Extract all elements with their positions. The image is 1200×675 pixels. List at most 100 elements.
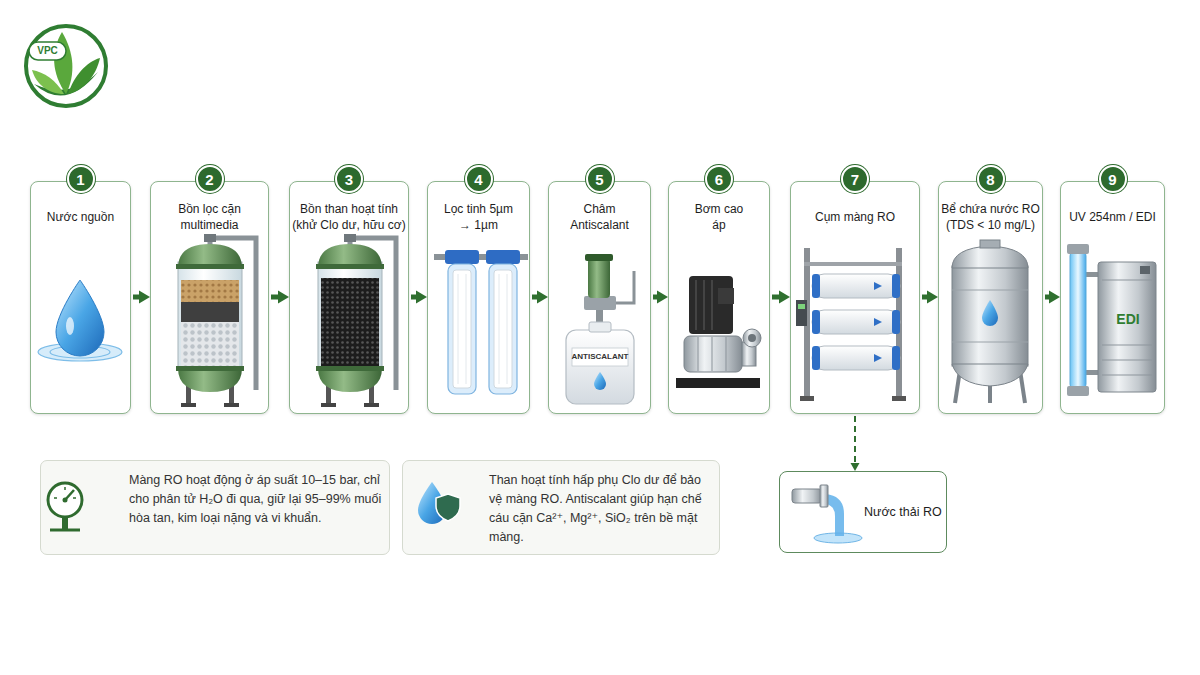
steel-tank	[982, 300, 998, 326]
ro-membrane-rack	[892, 274, 900, 298]
ro-membrane-rack	[812, 274, 900, 298]
pressure-gauge-icon	[63, 498, 68, 503]
ro-membrane-rack	[874, 354, 882, 362]
title-area: Bể chứa nước RO (TDS < 10 mg/L)	[939, 198, 1042, 236]
drop-shield-icon	[436, 494, 460, 521]
step-title: Nước nguồn	[33, 209, 128, 225]
flow-arrow	[922, 295, 927, 300]
uv-edi-unit	[1098, 262, 1156, 392]
multimedia-tank	[181, 403, 196, 407]
waste-pipe-icon	[792, 485, 862, 543]
high-pressure-pump	[698, 337, 699, 371]
dosing-pump	[594, 372, 606, 390]
steel-tank	[952, 342, 1028, 343]
uv-edi-unit	[1102, 280, 1152, 281]
cartridge-filter	[479, 254, 487, 260]
process-card: Bể chứa nước RO (TDS < 10 mg/L)8	[938, 181, 1043, 414]
note-text: Màng RO hoạt động ở áp suất 10–15 bar, c…	[129, 471, 385, 528]
pressure-gauge-icon	[64, 487, 66, 490]
waste-pipe-icon	[814, 533, 862, 543]
high-pressure-pump	[742, 342, 756, 366]
high-pressure-pump	[712, 337, 713, 371]
pressure-gauge-icon	[48, 483, 82, 517]
uv-edi-unit	[1070, 250, 1086, 390]
ro-membrane-rack	[812, 310, 900, 334]
pressure-gauge-icon	[62, 515, 68, 530]
dosing-pump	[572, 348, 628, 366]
step-number: 7	[841, 165, 869, 193]
multimedia-tank	[224, 403, 239, 407]
process-card: Bồn than hoạt tính (khử Clo dư, hữu cơ)3	[289, 181, 409, 414]
step-title: Bơm cao áp	[693, 201, 745, 233]
ro-membrane-rack	[804, 248, 810, 400]
drop-shield-icon	[418, 482, 460, 524]
multimedia-tank	[229, 384, 234, 406]
cartridge-filter	[489, 264, 517, 394]
carbon-tank	[318, 244, 382, 268]
pressure-gauge-icon	[65, 490, 74, 500]
dosing-pump	[566, 330, 634, 404]
step-number: 4	[465, 165, 493, 193]
step-number: 2	[196, 165, 224, 193]
uv-edi-unit	[1102, 345, 1152, 346]
ro-membrane-rack	[874, 282, 882, 290]
note-box: Màng RO hoạt động ở áp suất 10–15 bar, c…	[40, 460, 390, 555]
title-area: Cụm màng RO	[791, 198, 919, 236]
carbon-tank	[318, 262, 382, 370]
step-number-text: 6	[715, 171, 723, 188]
multimedia-tank	[186, 384, 191, 406]
water-drop	[56, 280, 104, 356]
ro-membrane-rack	[812, 346, 900, 370]
flow-arrow	[271, 295, 278, 300]
multimedia-tank	[181, 302, 239, 322]
uv-edi-unit	[1140, 266, 1150, 274]
step-number-text: 4	[474, 171, 482, 188]
ro-membrane-rack	[804, 262, 902, 266]
cartridge-filter	[434, 254, 446, 260]
high-pressure-pump	[718, 288, 734, 304]
step-number-text: 1	[76, 171, 84, 188]
flow-arrow	[133, 295, 139, 300]
uv-edi-unit	[1067, 244, 1156, 396]
flow-arrow	[411, 295, 416, 300]
company-logo	[29, 42, 66, 60]
steel-tank	[952, 266, 1028, 366]
company-logo	[32, 70, 64, 94]
uv-edi-unit	[1102, 375, 1152, 376]
multimedia-tank	[178, 368, 242, 392]
dosing-pump	[614, 271, 634, 303]
steel-tank	[952, 364, 1028, 386]
flow-arrow	[854, 416, 856, 463]
cartridge-filter	[466, 274, 467, 384]
carbon-tank	[316, 264, 384, 269]
multimedia-tank	[178, 244, 242, 268]
title-area: UV 254nm / EDI	[1061, 198, 1164, 236]
multimedia-tank	[181, 280, 239, 302]
step-number: 3	[335, 165, 363, 193]
multimedia-tank	[178, 262, 242, 370]
process-card: Nước nguồn1	[30, 181, 131, 414]
multimedia-tank	[176, 264, 244, 269]
step-title: Bồn lọc cặn multimedia	[154, 201, 266, 233]
multimedia-tank	[181, 322, 239, 366]
cartridge-filter	[448, 264, 476, 394]
pressure-gauge-icon	[73, 497, 76, 499]
waste-pipe-icon	[820, 485, 828, 507]
multimedia-tank	[204, 234, 216, 242]
step-title: Cụm màng RO	[799, 209, 911, 225]
title-area: Bơm cao áp	[669, 198, 769, 236]
company-logo	[68, 58, 100, 94]
carbon-tank	[316, 234, 396, 407]
company-logo	[54, 32, 72, 94]
note-box: Than hoạt tính hấp phụ Clo dư để bảo vệ …	[402, 460, 720, 555]
carbon-tank	[321, 403, 336, 407]
carbon-tank	[344, 234, 356, 242]
dosing-pump	[584, 296, 616, 310]
carbon-tank	[326, 384, 331, 406]
ro-membrane-rack	[796, 248, 906, 401]
uv-edi-unit	[1067, 244, 1089, 254]
dosing-pump	[589, 322, 611, 332]
ro-membrane-rack	[796, 300, 807, 326]
cartridge-filter	[445, 250, 479, 264]
ro-membrane-rack	[892, 346, 900, 370]
